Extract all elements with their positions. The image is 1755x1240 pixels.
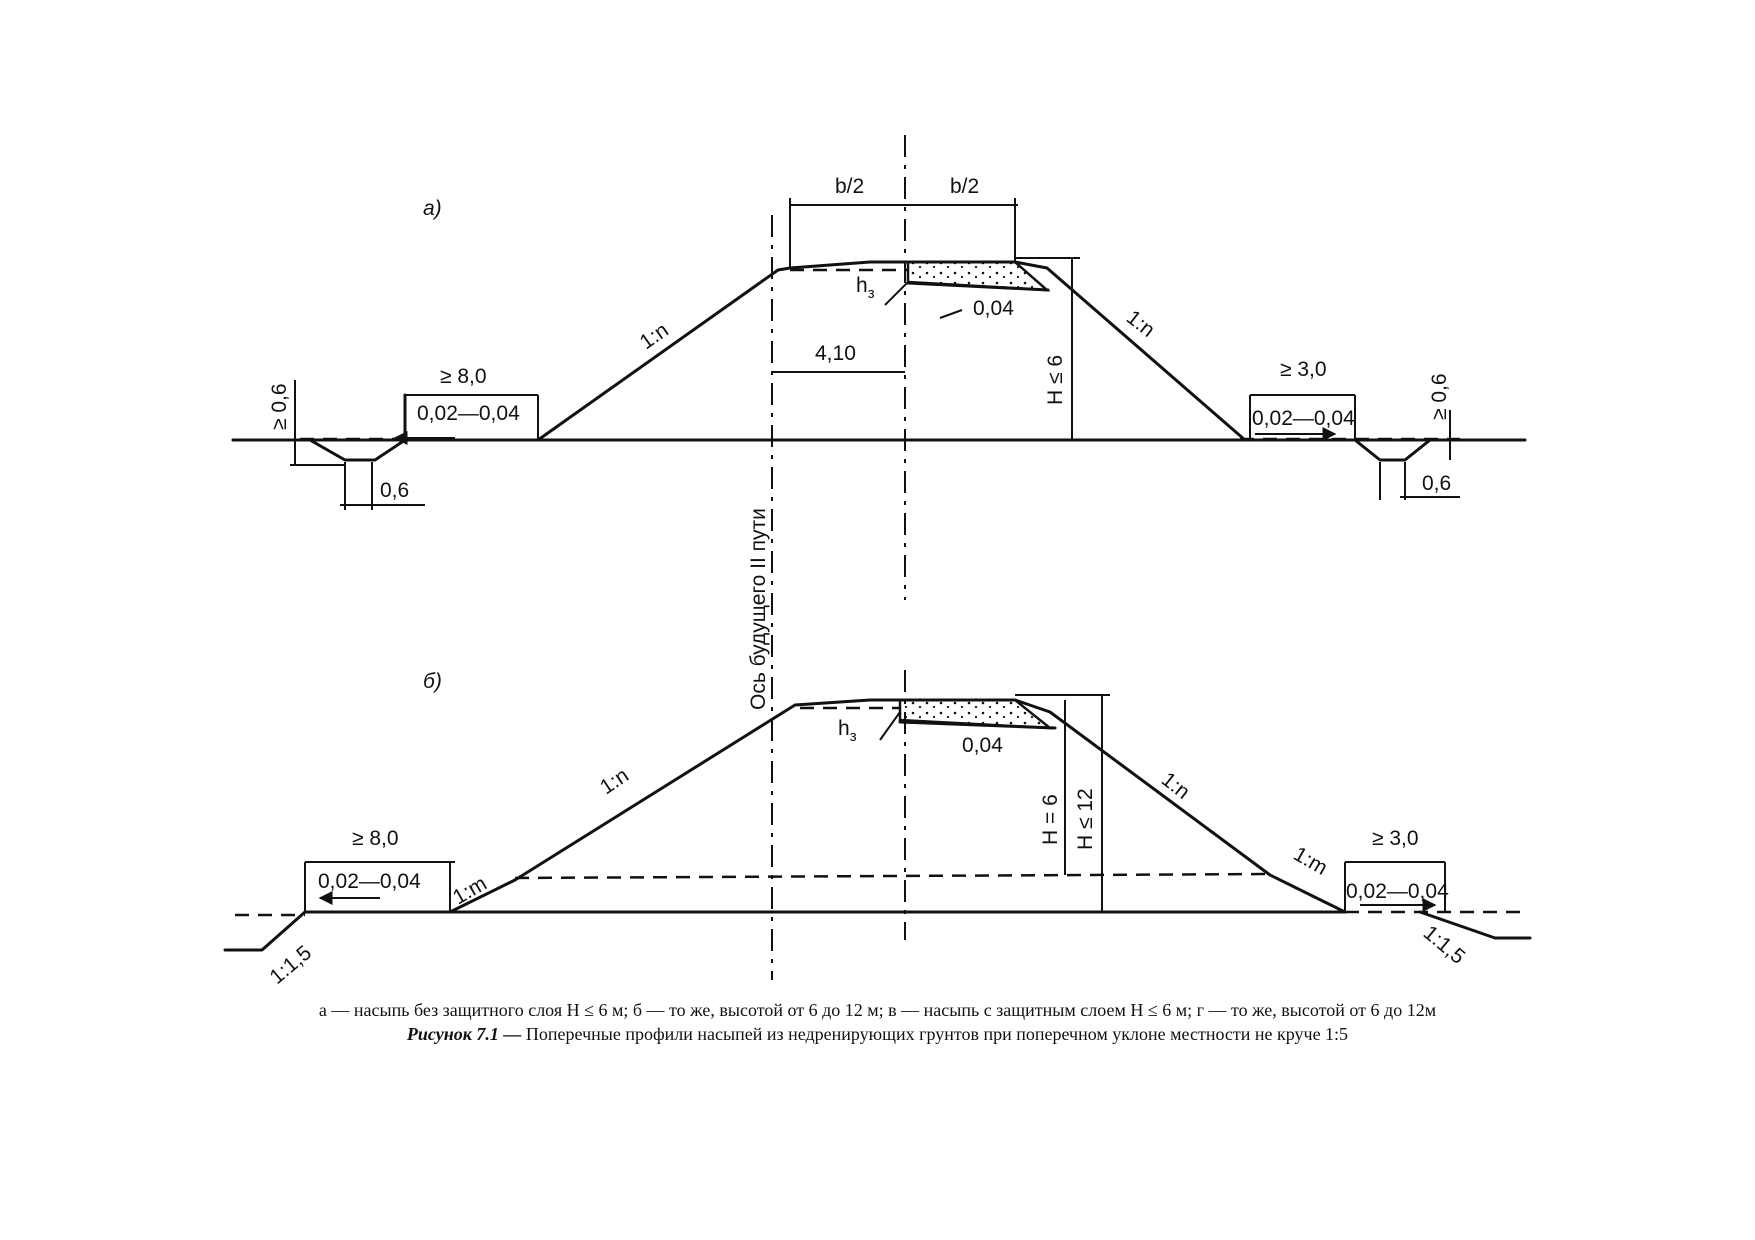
berm-right-width-label-b: ≥ 3,0 [1372,827,1419,850]
ground-slope-left-b [223,910,307,952]
figure-title: Поперечные профили насыпей из недренирую… [521,1024,1349,1044]
slope-right-label-b: 1:n [1157,768,1194,804]
berm-left-slope-label-b: 0,02—0,04 [318,870,421,893]
slope-right-lower-label-b: 1:m [1290,842,1332,879]
slope-left-label-b: 1:n [596,764,633,799]
crown-slope-label-a: 0,04 [973,297,1014,320]
transition-dashed-b [514,872,1271,880]
berm-right-slope-label-b: 0,02—0,04 [1346,880,1449,903]
h3-label-b: hз [838,717,857,745]
height-label-a: H ≤ 6 [1044,355,1067,405]
ditch-left-depth-label-a: ≥ 0,6 [268,383,291,430]
embankment-outline-a [536,260,1247,442]
offset-label-a: 4,10 [815,342,856,365]
left-ditch-a [308,393,407,462]
figure-caption: Рисунок 7.1 — Поперечные профили насыпей… [0,1024,1755,1045]
diagram-b: б) 1:n 1:n 1:m 1:m hз 0,04 H = [223,670,1532,989]
slope-line-a [906,281,1050,292]
berm-right-slope-label-a: 0,02—0,04 [1252,407,1355,430]
berm-left-width-label-a: ≥ 8,0 [440,365,487,388]
diagram-a: а) [231,175,1527,510]
h3-label-a: hз [856,274,875,302]
ground-slope-right-b [1418,910,1532,940]
height-total-label-b: H ≤ 12 [1074,788,1097,850]
height-upper-label-b: H = 6 [1039,794,1062,845]
crown-slope-label-b: 0,04 [962,734,1003,757]
embankment-outline-b [448,698,1347,914]
berm-right-width-label-a: ≥ 3,0 [1280,358,1327,381]
ground-slope-right-label-b: 1:1,5 [1419,921,1470,969]
diagram-b-label: б) [423,670,442,693]
berm-left-slope-label-a: 0,02—0,04 [417,402,520,425]
future-axis-label: Ось будущего II пути [747,508,770,710]
right-ditch-a [1353,438,1432,462]
b-half-left-label: b/2 [835,175,864,198]
figure-label: Рисунок 7.1 — [406,1024,522,1044]
ground-slope-left-label-b: 1:1,5 [265,941,316,989]
caption-legend: а — насыпь без защитного слоя H ≤ 6 м; б… [318,1000,1437,1020]
b-half-right-label: b/2 [950,175,979,198]
diagram-a-label: а) [423,197,442,220]
ditch-right-depth-label-a: ≥ 0,6 [1428,373,1451,420]
ditch-right-width-label-a: 0,6 [1422,472,1451,495]
berm-left-width-label-b: ≥ 8,0 [352,827,399,850]
ditch-left-width-label-a: 0,6 [380,479,409,502]
h3-leader-a [884,281,909,306]
slope-left-lower-label-b: 1:m [449,872,491,909]
